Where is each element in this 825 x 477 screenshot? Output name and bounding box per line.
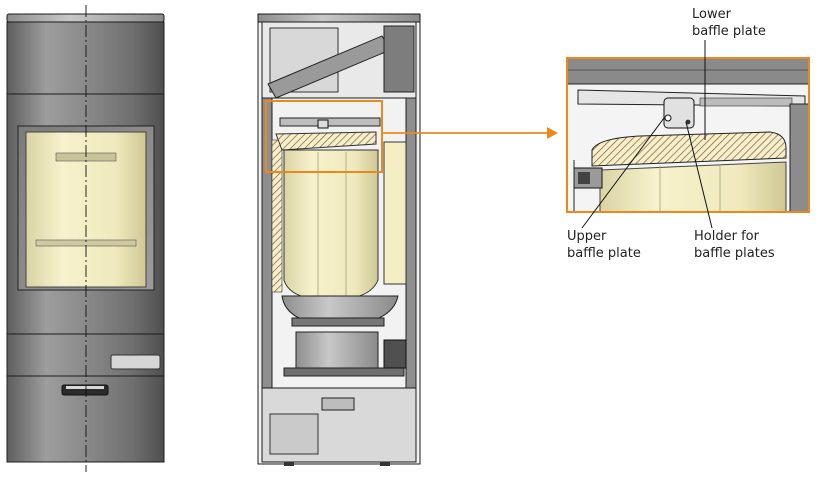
- detail-zoom-view: [566, 57, 810, 213]
- detail-lower-baffle: [591, 131, 787, 167]
- stove-front-view: [6, 5, 165, 472]
- label-upper-baffle-line1: Upper: [567, 229, 607, 244]
- label-holder-line2: baffle plates: [694, 246, 775, 261]
- section-base-box: [269, 413, 319, 455]
- front-top-section: [6, 21, 165, 95]
- section-rear-insulation: [271, 139, 283, 293]
- section-right-wall: [405, 97, 417, 389]
- leader-holder: [685, 121, 713, 229]
- front-top-cap: [6, 13, 165, 23]
- callout-arrowhead: [547, 127, 558, 139]
- section-ash-rail: [283, 367, 405, 377]
- front-air-control: [110, 354, 161, 370]
- label-lower-baffle-line2: baffle plate: [692, 24, 766, 39]
- label-holder: Holder for baffle plates: [694, 228, 775, 262]
- label-upper-baffle: Upper baffle plate: [567, 228, 641, 262]
- section-lower-baffle: [275, 131, 377, 151]
- section-control-box: [383, 339, 407, 369]
- section-top-cap: [257, 13, 421, 23]
- section-foot-left: [284, 462, 294, 466]
- section-air-intake: [321, 397, 355, 411]
- section-foot-right: [380, 462, 390, 466]
- section-baffle-holder: [317, 119, 329, 129]
- section-ash-pan: [295, 331, 379, 369]
- section-top-right-block: [383, 25, 415, 93]
- section-highlight-box: [265, 100, 383, 173]
- detail-firebox: [599, 161, 787, 213]
- section-right-liner: [383, 141, 407, 285]
- section-upper-baffle: [279, 117, 381, 127]
- detail-top-steel: [566, 57, 810, 85]
- leader-upper-baffle: [581, 117, 665, 229]
- label-lower-baffle-line1: Lower: [692, 7, 731, 22]
- section-grate-ring: [291, 317, 385, 327]
- detail-frame: [566, 57, 810, 213]
- label-holder-line1: Holder for: [694, 229, 759, 244]
- label-lower-baffle: Lower baffle plate: [692, 6, 766, 40]
- front-handle-grip: [66, 386, 104, 389]
- detail-right-wall: [789, 103, 810, 213]
- label-upper-baffle-line2: baffle plate: [567, 246, 641, 261]
- stove-section-view: [257, 13, 421, 466]
